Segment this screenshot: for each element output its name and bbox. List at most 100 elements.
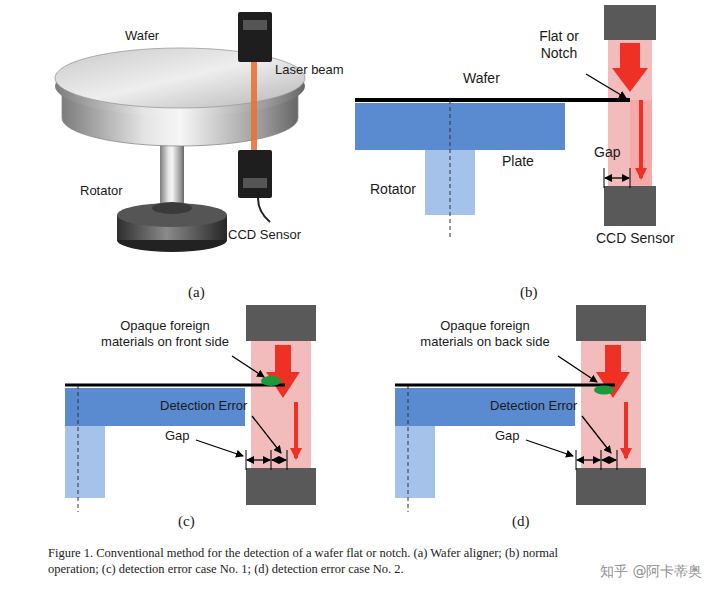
dimension-label: Gap [495,428,520,444]
part-label: Wafer [463,70,500,87]
label-anchor: Gap [594,144,620,161]
part-label: Laser beam [275,62,344,78]
label-anchor: Rotator [370,181,416,198]
beam-area [251,341,311,468]
beam-area [608,40,652,186]
label-anchor: 知乎 @阿卡蒂奥 [600,563,702,580]
panel-label: (d) [512,512,530,530]
wafer-line [65,384,285,387]
watermark: 知乎 @阿卡蒂奥 [600,563,702,580]
panel-label: (c) [178,512,195,530]
label-anchor: (a) [188,283,205,301]
foreign-material [594,386,614,395]
label-anchor: (b) [520,283,538,301]
label-anchor: Opaque foreign materials on front side [95,318,235,349]
laser-emitter [238,12,272,62]
callout-label: Detection Error [160,398,247,414]
dimension-label: Gap [594,144,620,161]
dimension-tick [617,450,618,470]
label-anchor: Detection Error [160,398,247,414]
leader-line [232,356,264,377]
dimension-tick [601,450,602,470]
dimension-tick [246,450,247,470]
dimension-tick [287,450,288,470]
error-case-1-illustration [65,305,316,512]
part-label: Rotator [370,181,416,198]
laser-arrow [612,43,648,92]
sensor-bottom [246,468,316,505]
emitter-detail [243,20,267,30]
normal-operation-illustration [355,5,656,240]
axis-line [450,100,451,240]
leader-line [196,440,243,456]
label-anchor: Plate [502,153,534,170]
part-label: Flat or Notch [536,28,582,62]
label-anchor: Wafer [463,70,500,87]
callout-label: Opaque foreign materials on front side [95,318,235,349]
panel-label: (b) [520,283,538,301]
sensor-detail [243,178,267,188]
ccd-sensor [238,150,272,198]
laser-beam [251,62,257,150]
callout-label: Detection Error [490,398,577,414]
label-anchor: Rotator [80,183,123,199]
rotator-shaft [160,135,184,213]
laser-arrow [266,345,300,398]
gap-dimension [577,459,600,460]
leader-line [526,440,573,456]
wafer-line [355,98,630,102]
label-anchor: Opaque foreign materials on back side [415,318,555,349]
sensor-bottom [576,468,646,505]
part-label: Rotator [80,183,123,199]
part-label: CCD Sensor [228,227,301,243]
dimension-tick [630,168,631,188]
dimension-tick [271,450,272,470]
foreign-material [261,376,281,386]
rotator-shape [65,426,105,498]
beam-arrow [294,402,298,458]
error-dimension [602,459,616,460]
wafer-line [395,384,615,387]
label-anchor: Detection Error [490,398,577,414]
axis-line [78,385,79,512]
label-anchor: (d) [512,512,530,530]
sensor-top [246,305,316,341]
part-label: CCD Sensor [596,230,675,247]
rotator-shape [395,426,435,498]
error-case-2-illustration [395,305,646,512]
beam-pass [630,100,652,186]
leader-line [558,356,597,382]
gap-dimension [247,459,270,460]
sensor-top [604,5,656,40]
sensor-top [576,305,646,341]
label-anchor: Figure 1. Conventional method for the de… [48,545,593,577]
shaft-ring [152,202,192,214]
beam-arrow [639,100,643,178]
error-dimension [272,459,286,460]
label-anchor: Gap [495,428,520,444]
sensor-bottom [604,186,656,226]
beam-arrow [624,402,628,458]
part-label: Plate [502,153,534,170]
label-anchor: (c) [178,512,195,530]
label-anchor: CCD Sensor [228,227,301,243]
base-top [117,203,227,227]
leader-line [252,416,281,453]
panel-label: (a) [188,283,205,301]
axis-line [408,385,409,512]
part-label: Wafer [125,28,159,44]
dimension-tick [576,450,577,470]
figure-caption: Figure 1. Conventional method for the de… [48,545,593,577]
callout-label: Opaque foreign materials on back side [415,318,555,349]
plate-shape [355,103,565,150]
dimension-tick [604,168,605,188]
sensor-cable [258,198,270,222]
label-anchor: Wafer [125,28,159,44]
aligner-illustration [55,12,305,252]
beam-area [581,341,641,468]
label-anchor: Flat or Notch [536,28,582,62]
dimension-label: Gap [165,428,190,444]
leader-line [586,74,626,98]
label-anchor: Laser beam [275,62,344,78]
